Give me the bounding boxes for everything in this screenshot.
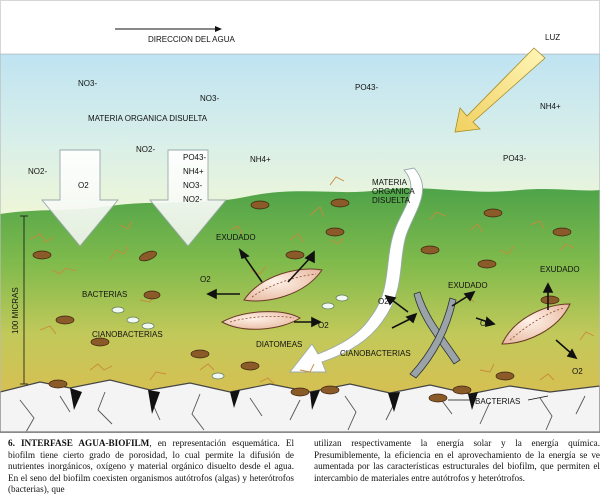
oxygen-diffusion-arrow (41, 149, 119, 247)
caption-number: 6. (8, 438, 15, 448)
caption-title: INTERFASE AGUA-BIOFILM (20, 438, 150, 448)
direction-arrow-head (215, 26, 222, 32)
nutrient-diffusion-arrow (149, 149, 227, 247)
bacteria-label-left: BACTERIAS (82, 290, 127, 299)
ion-no2-left: NO2- (28, 167, 47, 176)
ion-po4-top: PO43- (355, 83, 378, 92)
bacteria-cells (32, 198, 572, 403)
ion-nh4-mid: NH4+ (250, 155, 271, 164)
arrow-ion-2: NH4+ (183, 167, 204, 176)
exudate-label-right: EXUDADO (540, 265, 580, 274)
arrow-ion-3: NO3- (183, 181, 202, 190)
substrate-shadows (70, 388, 478, 414)
diatom-right (501, 303, 571, 345)
o2-label-a: O2 (200, 275, 211, 284)
scale-label: 100 MICRAS (11, 287, 20, 334)
ion-po4-right: PO43- (503, 154, 526, 163)
arrow-o2-label: O2 (78, 181, 89, 190)
ion-nh4-top: NH4+ (540, 102, 561, 111)
cyano-label-right: CIANOBACTERIAS (340, 349, 411, 358)
diatom-lower (220, 311, 301, 330)
cyano-label-left: CIANOBACTERIAS (92, 330, 163, 339)
caption-text-1: , en representación esquemática. El biof… (8, 438, 294, 495)
caption-col-2: utilizan respectivamente la energía sola… (314, 438, 600, 483)
ion-no2-mid: NO2- (136, 145, 155, 154)
exudate-label-left: EXUDADO (216, 233, 256, 242)
exchange-arrows (206, 248, 578, 360)
flow-label-2: ORGANICA (372, 187, 415, 196)
bacterial-filaments (29, 176, 595, 385)
o2-label-c: O2 (378, 297, 389, 306)
biofilm-dissolved-label: MATERIA ORGANICA DISUELTA (372, 205, 492, 214)
direction-label: DIRECCION DEL AGUA (148, 35, 235, 44)
o2-label-b: O2 (318, 321, 329, 330)
light-arrow (454, 47, 546, 133)
figure-caption: 6. INTERFASE AGUA-BIOFILM, en representa… (8, 438, 600, 500)
diatom-upper (243, 268, 323, 302)
water-ions: NO3- NO3- PO43- NH4+ NO2- NO2- NH4+ PO43… (28, 79, 561, 176)
arrow-ion-4: NO2- (183, 195, 202, 204)
cyano-filaments (409, 291, 461, 379)
light-label: LUZ (545, 33, 560, 42)
bacteria-label-bottom: BACTERIAS (475, 397, 520, 406)
exudate-label-mid: EXUDADO (448, 281, 488, 290)
top-band (0, 0, 600, 54)
diatoms-label: DIATOMEAS (256, 340, 302, 349)
flow-label-3: DISUELTA (372, 196, 411, 205)
arrow-ion-1: PO43- (183, 153, 206, 162)
flow-label-1: MATERIA (372, 178, 408, 187)
cyanobacteria-cells (111, 294, 349, 380)
water-dissolved-label: MATERIA ORGANICA DISUELTA (88, 114, 208, 123)
organic-matter-flow-arrow (289, 167, 424, 373)
ion-no3-mid: NO3- (200, 94, 219, 103)
o2-label-e: O2 (572, 367, 583, 376)
caption-col-1: 6. INTERFASE AGUA-BIOFILM, en representa… (8, 438, 294, 496)
o2-label-d: O2 (480, 319, 491, 328)
ion-no3-top: NO3- (78, 79, 97, 88)
